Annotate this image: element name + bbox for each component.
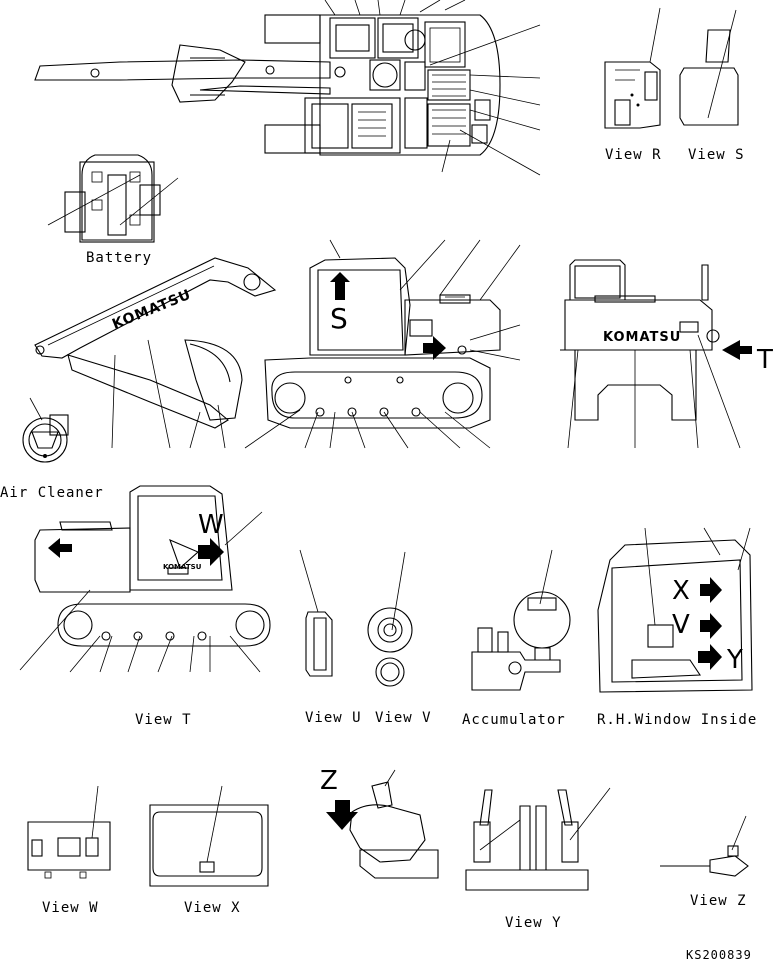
view-y-drawing	[465, 787, 611, 891]
air-cleaner-drawing	[22, 397, 69, 463]
marker-z: Z	[320, 766, 338, 796]
plan-view-drawing	[34, 0, 541, 176]
main-side-view-drawing	[34, 239, 521, 449]
caption-rh-window-inside: R.H.Window Inside	[597, 712, 758, 728]
view-u-drawing	[299, 549, 333, 677]
marker-s: S	[330, 302, 348, 335]
drawing-number: KS200839	[686, 948, 752, 962]
view-z-drawing	[660, 815, 749, 877]
rear-view-drawing	[560, 259, 752, 449]
caption-air-cleaner: Air Cleaner	[0, 485, 104, 501]
caption-view-u: View U	[305, 710, 362, 726]
caption-battery: Battery	[86, 250, 153, 266]
view-s-drawing	[679, 9, 739, 126]
caption-view-s: View S	[688, 147, 745, 163]
view-r-drawing	[604, 7, 661, 129]
marker-x: X	[672, 576, 690, 606]
caption-view-w: View W	[42, 900, 99, 916]
caption-view-v: View V	[375, 710, 432, 726]
marker-w: W	[198, 510, 224, 540]
brand-decal-rear: KOMATSU	[603, 330, 682, 345]
marker-t: T	[757, 345, 773, 375]
marker-y: Y	[727, 645, 743, 675]
view-v-drawing	[367, 551, 413, 687]
caption-accumulator: Accumulator	[462, 712, 566, 728]
view-w-drawing	[27, 785, 111, 879]
marker-v: V	[672, 610, 690, 640]
view-t-drawing	[19, 485, 271, 673]
caption-view-y: View Y	[505, 915, 562, 931]
accumulator-drawing	[471, 549, 571, 691]
rh-window-drawing	[597, 527, 753, 693]
battery-drawing	[47, 154, 179, 243]
brand-decal-view-t: KOMATSU	[163, 563, 202, 571]
caption-view-z: View Z	[690, 893, 747, 909]
caption-view-r: View R	[605, 147, 662, 163]
seat-view-drawing	[326, 769, 439, 879]
view-x-drawing	[149, 785, 269, 887]
caption-view-t: View T	[135, 712, 192, 728]
caption-view-x: View X	[184, 900, 241, 916]
